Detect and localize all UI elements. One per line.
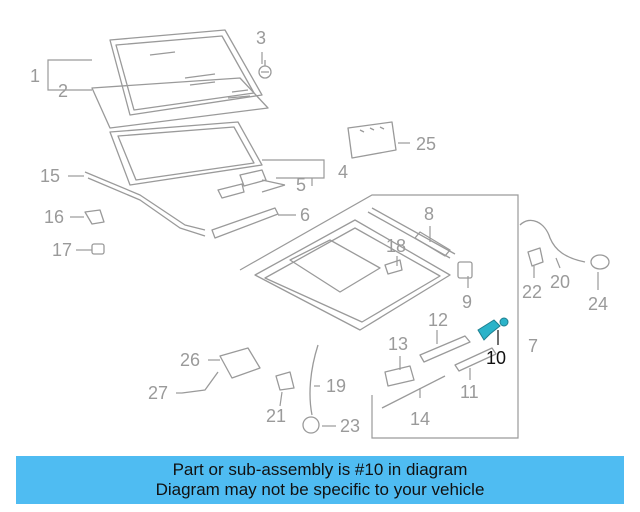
part-18	[384, 259, 403, 275]
clip-17	[91, 243, 105, 255]
callout-22: 22	[522, 282, 542, 302]
glass-panel	[109, 29, 263, 116]
drain-channel-15	[84, 171, 206, 237]
screw-3	[258, 60, 272, 79]
grommet-23	[302, 416, 320, 434]
glass-seal	[91, 77, 269, 129]
callout-18: 18	[386, 236, 406, 256]
callout-20: 20	[550, 272, 570, 292]
frame-panel	[109, 89, 263, 186]
module-25	[347, 121, 397, 159]
callout-25: 25	[416, 134, 436, 154]
sunroof-parts-diagram: 1 2 3 4 5 6 7 8 9 10 11 12 13 14 15 16 1…	[30, 28, 610, 439]
callout-23: 23	[340, 416, 360, 436]
callout-1: 1	[30, 66, 40, 86]
hose-27	[181, 371, 219, 394]
callout-10: 10	[486, 348, 506, 368]
hose-19	[309, 344, 319, 416]
clip-22	[527, 247, 544, 267]
part-info-banner: Part or sub-assembly is #10 in diagram D…	[16, 456, 624, 504]
part-9	[457, 261, 473, 279]
callout-4: 4	[338, 162, 348, 182]
callout-13: 13	[388, 334, 408, 354]
pad-16	[84, 209, 105, 225]
leader-lines	[47, 52, 599, 427]
part-13	[384, 365, 415, 387]
callout-labels: 1 2 3 4 5 6 7 8 9 10 11 12 13 14 15 16 1…	[30, 28, 608, 436]
callout-14: 14	[410, 409, 430, 429]
banner-line-1: Part or sub-assembly is #10 in diagram	[172, 460, 468, 479]
callout-2: 2	[58, 81, 68, 101]
callout-9: 9	[462, 292, 472, 312]
callout-3: 3	[256, 28, 266, 48]
callout-12: 12	[428, 310, 448, 330]
banner-line-2: Diagram may not be specific to your vehi…	[155, 480, 485, 499]
grommet-24	[590, 254, 610, 270]
callout-6: 6	[300, 205, 310, 225]
callout-5: 5	[296, 175, 306, 195]
callout-15: 15	[40, 166, 60, 186]
part-10-highlighted[interactable]	[477, 317, 509, 341]
callout-27: 27	[148, 383, 168, 403]
callout-24: 24	[588, 294, 608, 314]
part-12	[419, 335, 471, 363]
part-8	[414, 231, 451, 257]
rail-6	[211, 207, 279, 239]
clip-21	[275, 371, 295, 391]
callout-11: 11	[460, 382, 479, 402]
cable-14	[381, 375, 446, 409]
part-11	[454, 347, 497, 372]
callout-17: 17	[52, 240, 72, 260]
callout-8: 8	[424, 204, 434, 224]
callout-19: 19	[326, 376, 346, 396]
callout-7: 7	[528, 336, 538, 356]
callout-16: 16	[44, 207, 64, 227]
hose-20	[519, 219, 586, 263]
callout-21: 21	[266, 406, 286, 426]
bracket-5	[217, 169, 267, 199]
motor-26	[219, 347, 261, 379]
callout-26: 26	[180, 350, 200, 370]
